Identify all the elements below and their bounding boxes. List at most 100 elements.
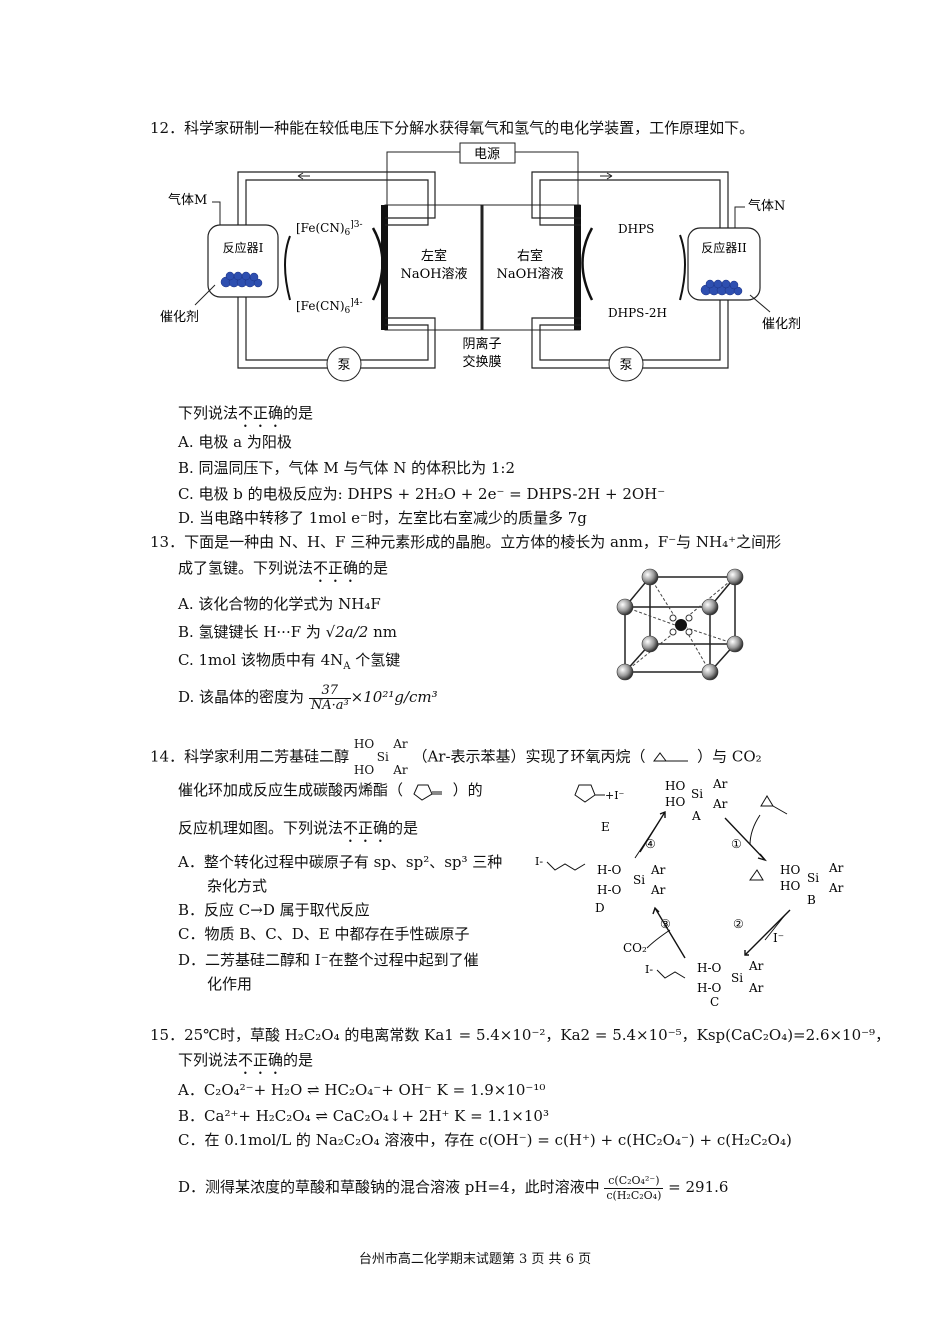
q15-option-c: C．在 0.1mol/L 的 Na₂C₂O₄ 溶液中，存在 c(OH⁻) = c… xyxy=(178,1131,792,1149)
q13-stem-1: 13．下面是一种由 N、H、F 三种元素形成的晶胞。立方体的棱长为 anm，F⁻… xyxy=(150,533,782,551)
power-label: 电源 xyxy=(474,147,500,162)
q13-stem-emph: 不正确 xyxy=(313,559,359,577)
mech-label-d: D xyxy=(595,901,605,915)
q14-silanediol-inline: HO Ar Si HO Ar xyxy=(354,738,408,777)
q13-option-c-post: 个氢键 xyxy=(350,651,401,669)
mech-b-si: Si xyxy=(807,871,819,885)
fe4-label: [Fe(CN)6]4- xyxy=(296,298,363,316)
mech-step-3: ③ xyxy=(660,917,671,931)
catalyst-right-label: 催化剂 xyxy=(762,317,801,332)
q15-stem-1: 15．25℃时，草酸 H₂C₂O₄ 的电离常数 Ka1 = 5.4×10⁻²，K… xyxy=(150,1026,891,1044)
q15-option-d-pre: D．测得某浓度的草酸和草酸钠的混合溶液 pH=4，此时溶液中 xyxy=(178,1178,600,1196)
q14-inline-ar-1: Ar xyxy=(393,737,408,751)
q12-stem: 12．科学家研制一种能在较低电压下分解水获得氧气和氢气的电化学装置，工作原理如下… xyxy=(150,119,755,137)
q15-option-a: A．C₂O₄²⁻+ H₂O ⇌ HC₂O₄⁻+ OH⁻ K = 1.9×10⁻¹… xyxy=(178,1081,546,1099)
mech-d-ar2: Ar xyxy=(650,883,666,897)
q14-inline-si: Si xyxy=(376,750,389,764)
q14-stem-1b: （Ar-表示苯基）实现了环氧丙烷（ xyxy=(412,747,646,766)
q14-inline-ar-2: Ar xyxy=(393,763,408,777)
q12-prompt-emph: 不正确 xyxy=(238,404,284,422)
mech-d-i: I- xyxy=(535,855,543,868)
q13-stem-2a: 成了氢键。下列说法 xyxy=(178,559,314,577)
q15-ratio-num: c(C₂O₄²⁻) xyxy=(604,1174,664,1189)
dhps2h-label: DHPS-2H xyxy=(608,306,667,320)
q12-option-d: D. 当电路中转移了 1mol e⁻时，左室比右室减少的质量多 7g xyxy=(178,509,587,527)
mech-step-4: ④ xyxy=(645,837,656,851)
catalyst-left-label: 催化剂 xyxy=(160,310,199,325)
mech-a-si: Si xyxy=(691,787,703,801)
mech-d-si: Si xyxy=(633,873,645,887)
mech-step-1: ① xyxy=(731,837,742,851)
q14-stem-2b: ）的 xyxy=(452,781,483,799)
q13-option-c-text: C. 1mol 该物质中有 4N xyxy=(178,651,344,669)
q15-stem-2a: 下列说法 xyxy=(178,1051,239,1069)
q13-density-den: NA·a³ xyxy=(310,697,349,713)
q14-stem-3: 反应机理如图。下列说法不正确的是 xyxy=(178,818,418,846)
q14-inline-ho-1: HO xyxy=(353,737,375,751)
q13-option-b-pre: B. 氢键键长 H···F 为 xyxy=(178,623,321,641)
left-naoh-label: NaOH溶液 xyxy=(400,267,467,282)
mech-b-ar1: Ar xyxy=(828,861,844,875)
gas-m-label: 气体M xyxy=(168,192,207,208)
mech-a-ar2: Ar xyxy=(712,797,728,811)
q13-option-b-value: √2a/2 xyxy=(325,623,369,641)
q13-option-d-post: ×10²¹g/cm³ xyxy=(350,688,438,706)
mech-i-minus: I⁻ xyxy=(773,931,784,945)
mech-c-ar2: Ar xyxy=(748,981,764,995)
right-naoh-label: NaOH溶液 xyxy=(496,267,563,282)
gas-n-label: 气体N xyxy=(748,198,785,214)
q14-stem-1a: 14．科学家利用二芳基硅二醇 xyxy=(150,747,350,766)
mech-label-c: C xyxy=(710,995,719,1009)
q14-stem-3c: 的是 xyxy=(388,819,419,837)
q13-option-c: C. 1mol 该物质中有 4NA 个氢键 xyxy=(178,650,400,677)
q14-stem-emph: 不正确 xyxy=(343,819,389,837)
mech-a-ho1: HO xyxy=(665,779,685,793)
q14-option-a-1: A．整个转化过程中碳原子有 sp、sp²、sp³ 三种 xyxy=(178,853,503,871)
membrane-label-2: 交换膜 xyxy=(462,354,501,370)
mech-a-ho2: HO xyxy=(665,795,685,809)
mech-c-ho2: H-O xyxy=(697,981,722,995)
q14-stem-1: 14．科学家利用二芳基硅二醇 HO Ar Si HO Ar （Ar-表示苯基）实… xyxy=(150,738,762,777)
mech-a-ar1: Ar xyxy=(712,777,728,791)
q15-stem-emph: 不正确 xyxy=(238,1051,284,1069)
q15-ratio-fraction: c(C₂O₄²⁻)c(H₂C₂O₄) xyxy=(604,1174,664,1203)
q14-option-c: C．物质 B、C、D、E 中都存在手性碳原子 xyxy=(178,925,470,943)
q14-option-b: B．反应 C→D 属于取代反应 xyxy=(178,901,370,919)
q12-option-c: C. 电极 b 的电极反应为: DHPS + 2H₂O + 2e⁻ = DHPS… xyxy=(178,485,666,503)
q15-ratio-den: c(H₂C₂O₄) xyxy=(606,1188,662,1202)
q12-prompt-c: 的是 xyxy=(283,404,314,422)
mech-c-ho1: H-O xyxy=(697,961,722,975)
membrane-label-1: 阴离子 xyxy=(462,336,501,352)
q14-stem-2a: 催化环加成反应生成碳酸丙烯酯（ xyxy=(178,781,404,799)
q12-prompt: 下列说法不正确的是 xyxy=(178,403,313,431)
q14-inline-ho-2: HO xyxy=(353,763,375,777)
q14-option-a-2: 杂化方式 xyxy=(207,877,268,895)
q12-option-b: B. 同温同压下，气体 M 与气体 N 的体积比为 1:2 xyxy=(178,459,516,477)
q13-option-b-unit: nm xyxy=(373,623,397,641)
q14-mechanism-diagram: HO HO Si Ar Ar A +I⁻ E HO HO Si Ar Ar B … xyxy=(535,777,844,1009)
q13-stem-2c: 的是 xyxy=(358,559,389,577)
mech-b-ho2: HO xyxy=(780,879,800,893)
q12-option-a: A. 电极 a 为阳极 xyxy=(178,433,292,451)
q15-stem-2: 下列说法不正确的是 xyxy=(178,1050,313,1078)
q13-stem-2: 成了氢键。下列说法不正确的是 xyxy=(178,558,388,586)
dhps-label: DHPS xyxy=(618,222,654,236)
q13-option-a: A. 该化合物的化学式为 NH₄F xyxy=(178,595,381,613)
mech-b-ar2: Ar xyxy=(828,881,844,895)
q14-stem-3a: 反应机理如图。下列说法 xyxy=(178,819,344,837)
page-footer: 台州市高二化学期末试题第 3 页 共 6 页 xyxy=(358,1252,592,1267)
mech-label-a: A xyxy=(691,809,701,823)
pump-left-label: 泵 xyxy=(337,358,350,373)
mech-d-ho1: H-O xyxy=(597,863,622,877)
q13-option-d-pre: D. 该晶体的密度为 xyxy=(178,688,305,706)
reactor1-label: 反应器I xyxy=(223,240,264,255)
mech-c-si: Si xyxy=(731,971,743,985)
mech-label-e: E xyxy=(601,820,610,834)
q13-option-c-sub: A xyxy=(343,661,351,672)
q15-option-b: B．Ca²⁺+ H₂C₂O₄ ⇌ CaC₂O₄↓+ 2H⁺ K = 1.1×10… xyxy=(178,1107,549,1125)
q12-electrochem-diagram: 电源 左室 NaOH溶液 右室 NaOH溶液 阴离子 交换膜 泵 反应器I 气体… xyxy=(160,142,801,382)
mech-c-i: I- xyxy=(645,963,653,976)
mech-d-ho2: H-O xyxy=(597,883,622,897)
